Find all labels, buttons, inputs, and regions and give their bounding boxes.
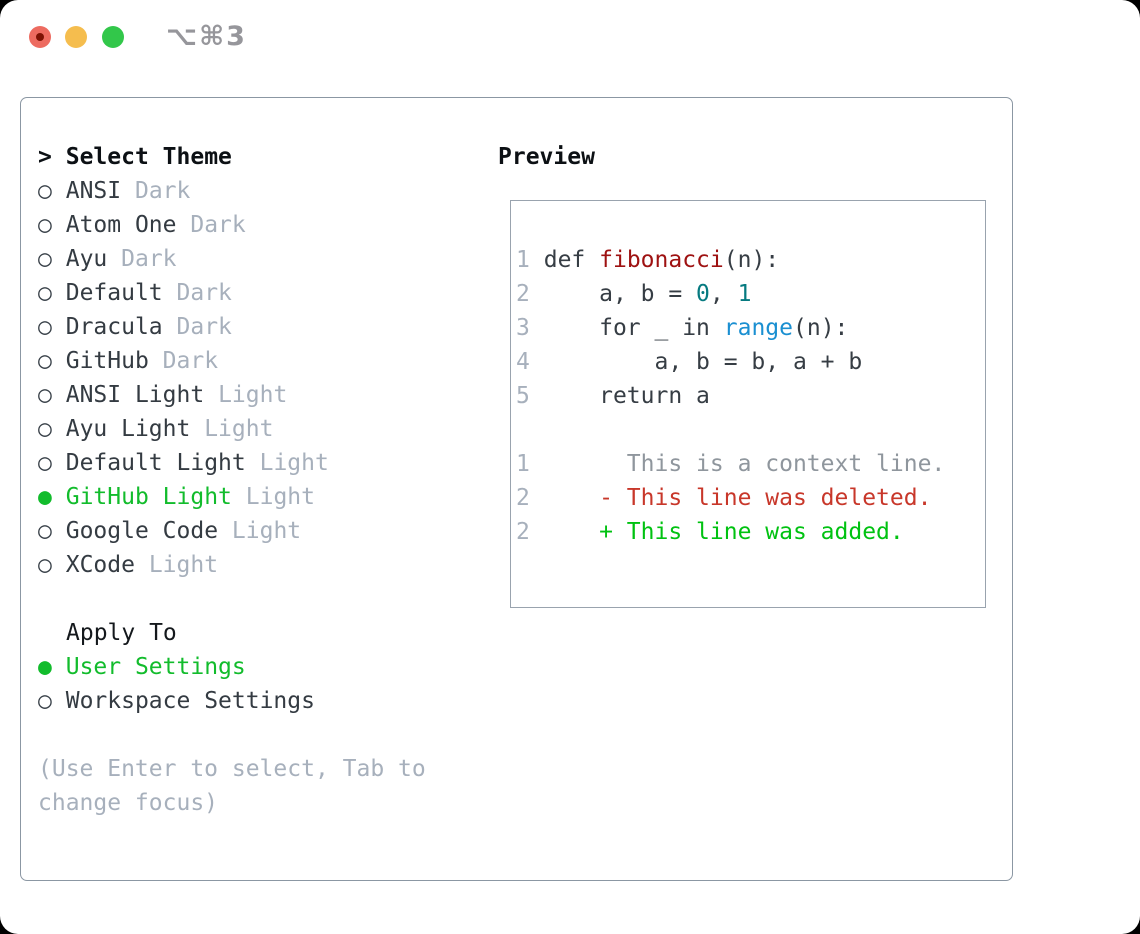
line-number: 4 xyxy=(516,349,530,375)
radio-icon: ○ xyxy=(38,178,52,204)
theme-option-google-code[interactable]: ○ Google Code Light xyxy=(38,518,302,544)
code-line-blank xyxy=(516,413,945,447)
line-number: 3 xyxy=(516,315,530,341)
hint-text-line1: (Use Enter to select, Tab to xyxy=(38,756,426,782)
line-number: 2 xyxy=(516,281,530,307)
radio-selected-icon: ● xyxy=(38,484,52,510)
radio-icon: ○ xyxy=(38,688,52,714)
diff-context-line: 1 This is a context line. xyxy=(516,451,946,477)
select-theme-header: > Select Theme xyxy=(38,140,232,174)
radio-icon: ○ xyxy=(38,212,52,238)
apply-to-header: Apply To xyxy=(66,620,177,646)
diff-deleted-line: 2 - This line was deleted. xyxy=(516,485,932,511)
theme-option-dracula-dark[interactable]: ○ Dracula Dark xyxy=(38,314,232,340)
close-dot-icon xyxy=(36,33,44,41)
code-line: 3 for _ in range(n): xyxy=(516,315,849,341)
theme-option-github-dark[interactable]: ○ GitHub Dark xyxy=(38,348,219,374)
theme-option-ayu-dark[interactable]: ○ Ayu Dark xyxy=(38,246,177,272)
apply-option-workspace-settings[interactable]: ○ Workspace Settings xyxy=(38,688,315,714)
diff-added-line: 2 + This line was added. xyxy=(516,519,904,545)
line-number: 1 xyxy=(516,451,530,477)
radio-icon: ○ xyxy=(38,314,52,340)
hint-text-line2: change focus) xyxy=(38,790,219,816)
cursor-icon: > xyxy=(38,144,52,170)
window-shortcut-label: ⌥⌘3 xyxy=(166,21,247,52)
code-line: 5 return a xyxy=(516,383,710,409)
theme-option-atom-one-dark[interactable]: ○ Atom One Dark xyxy=(38,212,246,238)
theme-option-default-light[interactable]: ○ Default Light Light xyxy=(38,450,329,476)
radio-icon: ○ xyxy=(38,518,52,544)
radio-icon: ○ xyxy=(38,280,52,306)
select-theme-title: Select Theme xyxy=(65,144,232,170)
line-number: 2 xyxy=(516,485,530,511)
line-number: 2 xyxy=(516,519,530,545)
zoom-button[interactable] xyxy=(102,26,124,48)
code-preview: 1 def fibonacci(n): 2 a, b = 0, 1 3 for … xyxy=(516,243,945,549)
radio-icon: ○ xyxy=(38,348,52,374)
line-number: 5 xyxy=(516,383,530,409)
radio-icon: ○ xyxy=(38,246,52,272)
line-number: 1 xyxy=(516,247,530,273)
code-line: 4 a, b = b, a + b xyxy=(516,349,863,375)
code-line: 2 a, b = 0, 1 xyxy=(516,281,752,307)
radio-icon: ○ xyxy=(38,450,52,476)
theme-option-github-light-selected[interactable]: ● GitHub Light Light xyxy=(38,484,315,510)
preview-title: Preview xyxy=(498,144,595,170)
radio-icon: ○ xyxy=(38,416,52,442)
theme-option-default-dark[interactable]: ○ Default Dark xyxy=(38,280,232,306)
radio-icon: ○ xyxy=(38,552,52,578)
radio-selected-icon: ● xyxy=(38,654,52,680)
theme-option-ansi-dark[interactable]: ○ ANSI Dark xyxy=(38,178,191,204)
close-button[interactable] xyxy=(29,26,51,48)
radio-icon: ○ xyxy=(38,382,52,408)
apply-option-user-settings[interactable]: ● User Settings xyxy=(38,654,246,680)
theme-option-ansi-light[interactable]: ○ ANSI Light Light xyxy=(38,382,288,408)
theme-option-xcode[interactable]: ○ XCode Light xyxy=(38,552,219,578)
code-line: 1 def fibonacci(n): xyxy=(516,247,780,273)
preview-box xyxy=(510,200,986,608)
minimize-button[interactable] xyxy=(65,26,87,48)
theme-option-ayu-light[interactable]: ○ Ayu Light Light xyxy=(38,416,274,442)
